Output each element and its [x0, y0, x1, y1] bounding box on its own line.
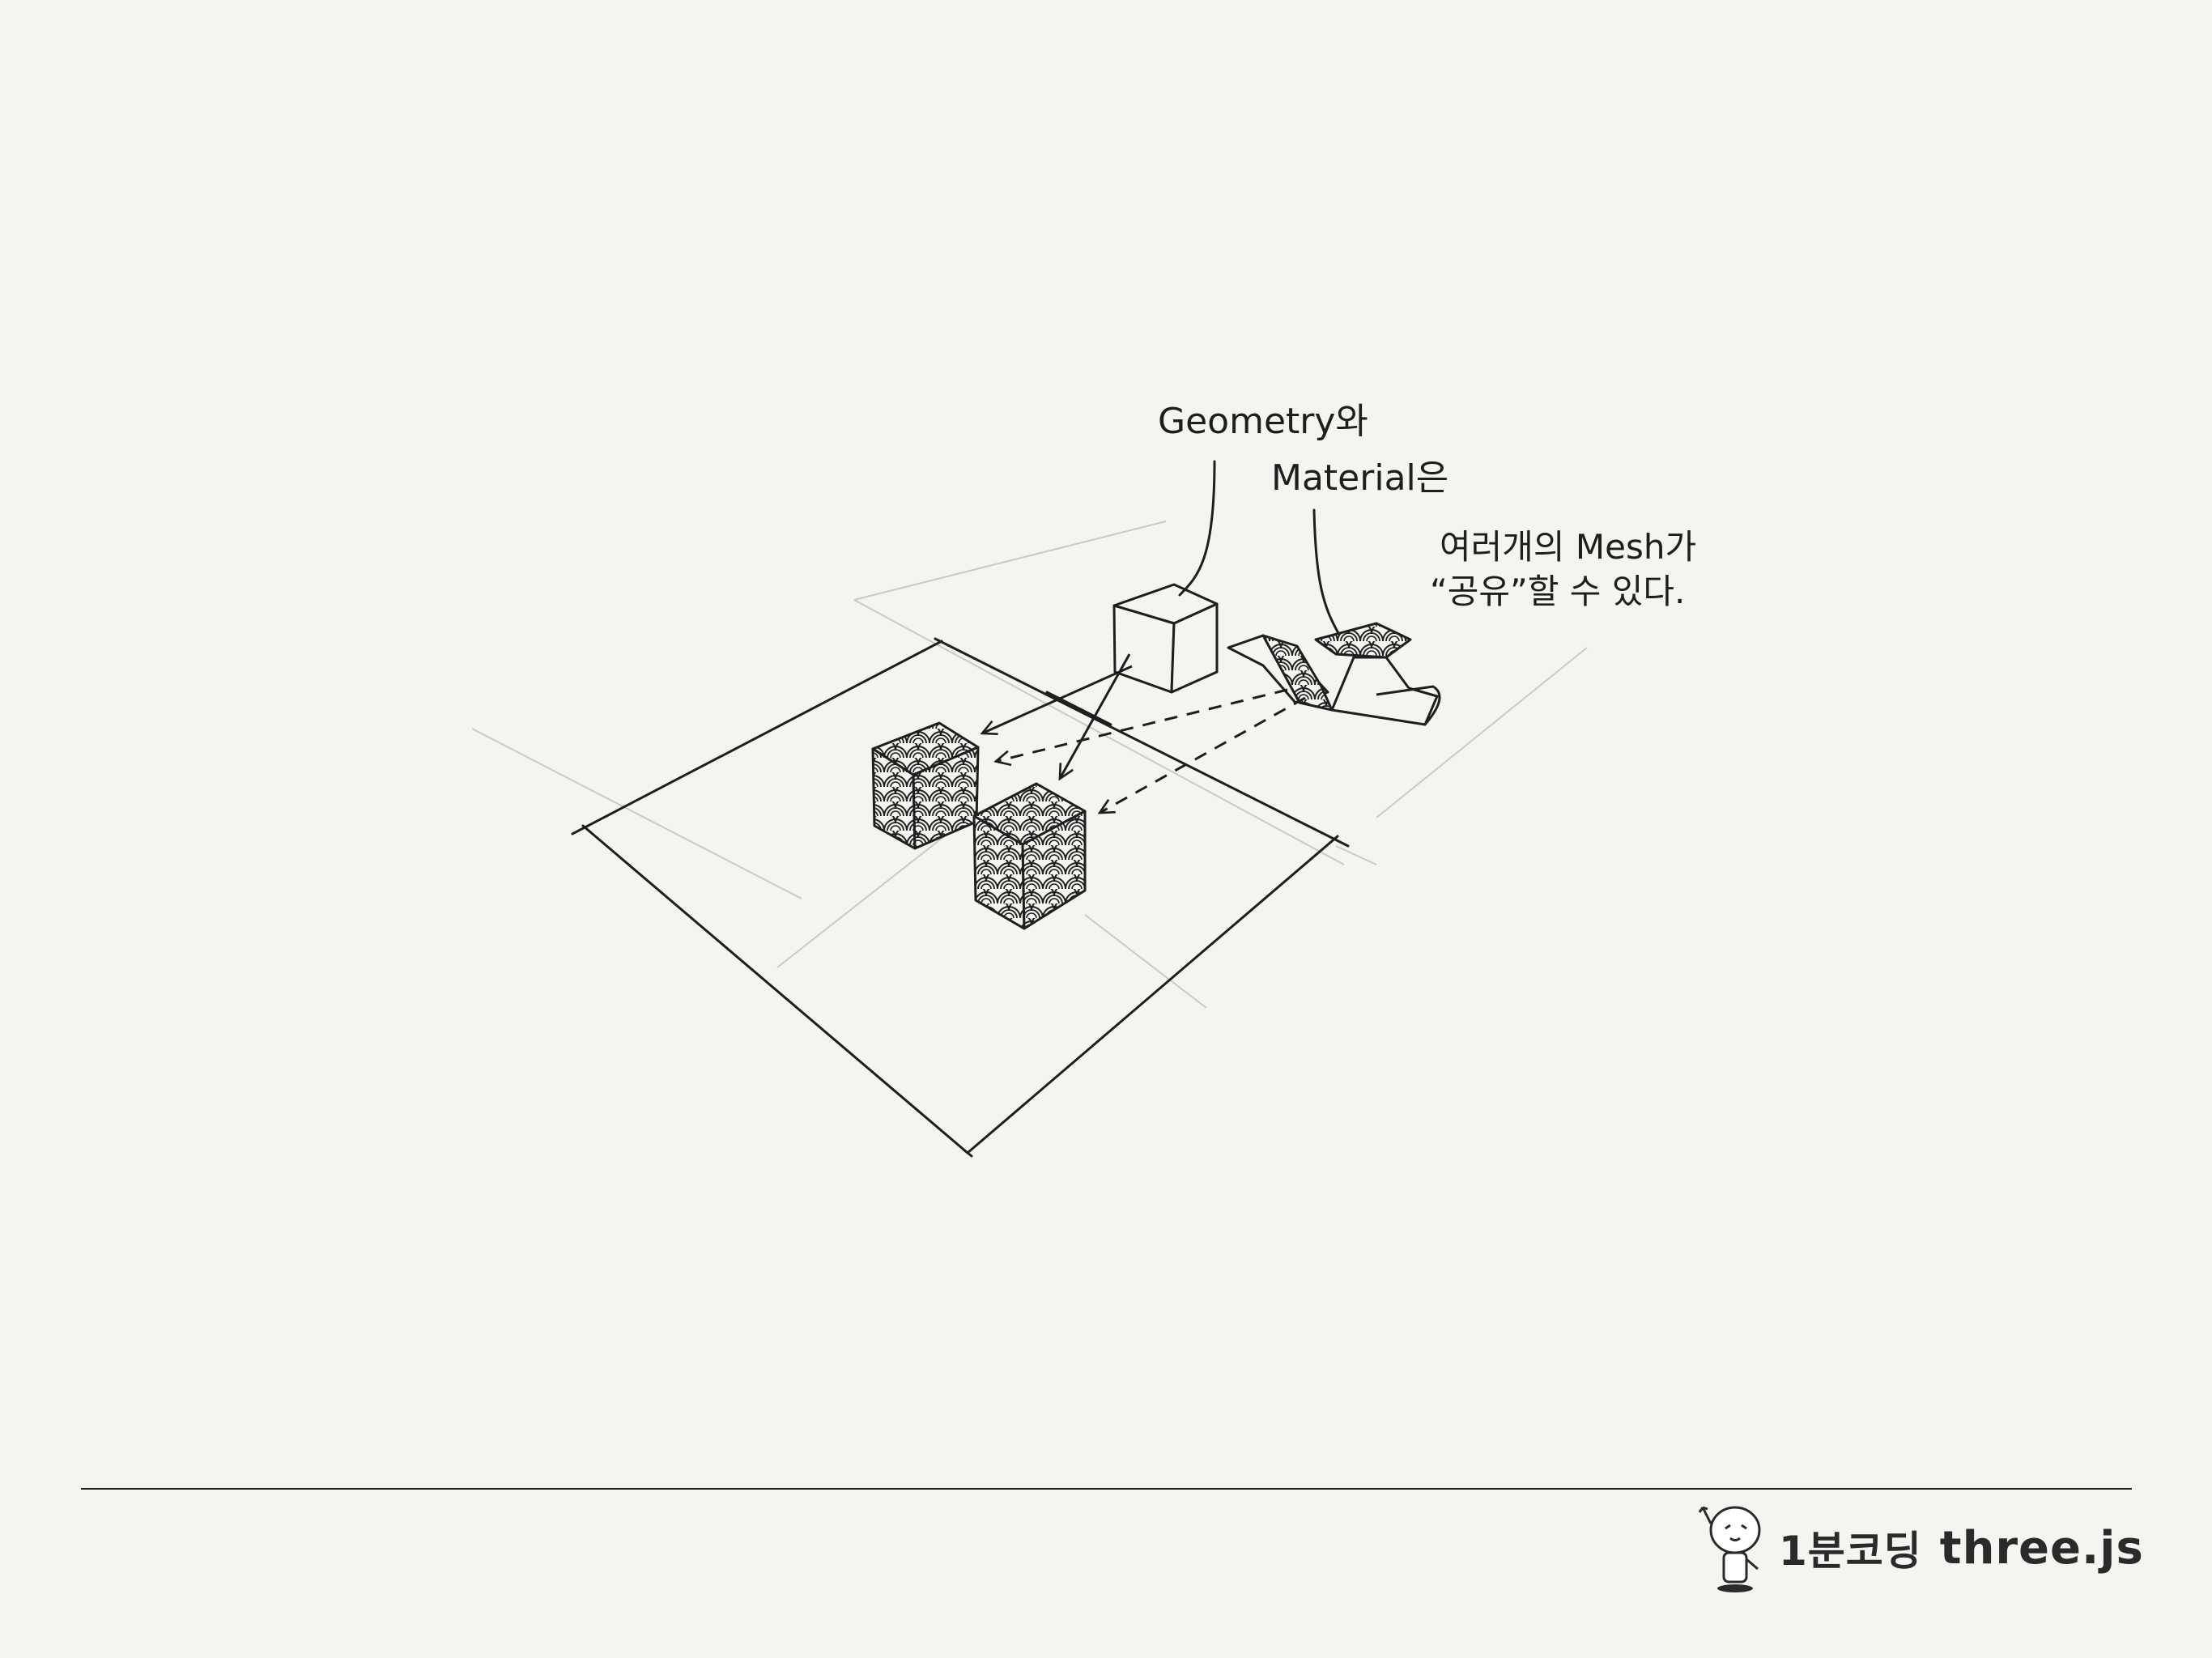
material-label: Material은: [1271, 457, 1448, 499]
brand-korean: 1분코딩: [1779, 1528, 1922, 1575]
leader-lines: [1178, 460, 1340, 635]
mesh-note-line1: 여러개의 Mesh가: [1440, 527, 1696, 567]
geometry-label: Geometry와: [1158, 401, 1368, 442]
material-arrows: [998, 688, 1306, 812]
footer-divider: [81, 1488, 2132, 1490]
mesh-cube-1: [871, 721, 980, 850]
brand-logo: 1분코딩 three.js: [1696, 1499, 2150, 1596]
mesh-note-line2: “공유”할 수 있다.: [1430, 572, 1685, 611]
mascot-icon: [1698, 1506, 1761, 1592]
geometry-cube: [1112, 583, 1219, 694]
mesh-cube-2: [972, 782, 1087, 930]
geometry-arrows: [984, 653, 1133, 777]
guide-lines: [471, 521, 1588, 1009]
ground-plane: [571, 637, 1350, 1158]
material-sheet: [1227, 622, 1441, 726]
brand-product: three.js: [1939, 1521, 2144, 1575]
